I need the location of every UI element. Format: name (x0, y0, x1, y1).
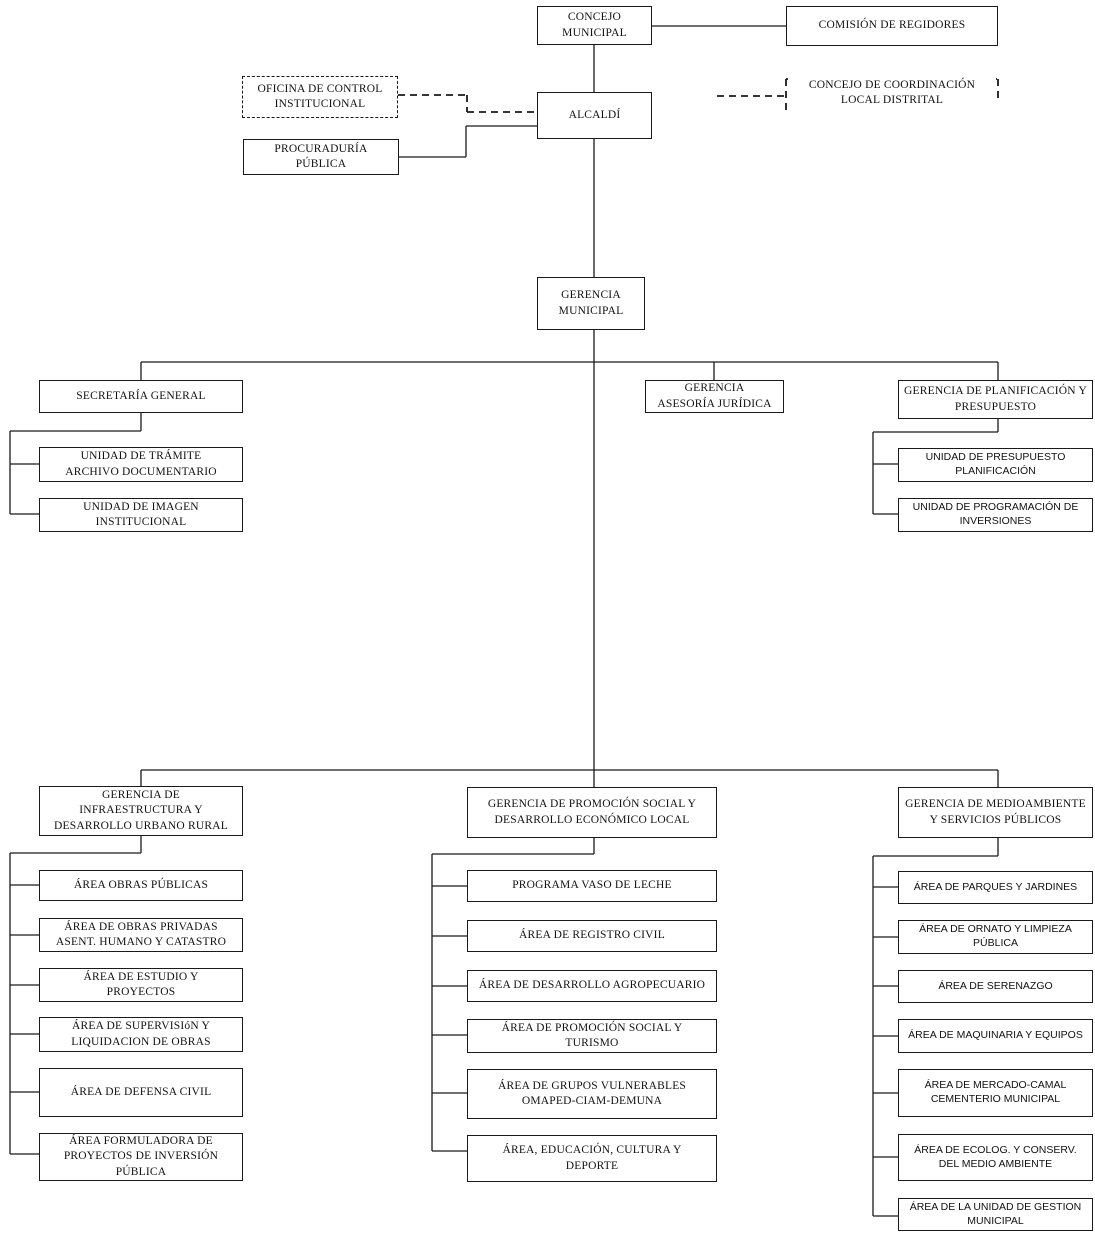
area-medioambiente-5: ÁREA DE ECOLOG. Y CONSERV. DEL MEDIO AMB… (898, 1134, 1093, 1181)
area-infraestructura-2: ÁREA DE ESTUDIO Y PROYECTOS (39, 968, 243, 1002)
unidad-programacion-box: UNIDAD DE PROGRAMACIÓN DE INVERSIONES (898, 498, 1093, 532)
gerencia-medioambiente-box: GERENCIA DE MEDIOAMBIENTE Y SERVICIOS PÚ… (898, 787, 1093, 838)
oficina-control-box: OFICINA DE CONTROL INSTITUCIONAL (242, 76, 398, 118)
area-medioambiente-2: ÁREA DE SERENAZGO (898, 970, 1093, 1003)
area-medioambiente-4: ÁREA DE MERCADO-CAMAL CEMENTERIO MUNICIP… (898, 1069, 1093, 1117)
area-promocion-1: ÁREA DE REGISTRO CIVIL (467, 920, 717, 952)
area-medioambiente-0: ÁREA DE PARQUES Y JARDINES (898, 871, 1093, 904)
area-promocion-2: ÁREA DE DESARROLLO AGROPECUARIO (467, 970, 717, 1002)
area-medioambiente-3: ÁREA DE MAQUINARIA Y EQUIPOS (898, 1019, 1093, 1053)
gerencia-asesoria-box: GERENCIA ASESORÍA JURÍDICA (645, 380, 784, 413)
procuraduria-box: PROCURADURÍA PÚBLICA (243, 139, 399, 175)
area-promocion-3: ÁREA DE PROMOCIÓN SOCIAL Y TURISMO (467, 1019, 717, 1053)
area-infraestructura-0: ÁREA OBRAS PÚBLICAS (39, 870, 243, 901)
comision-regidores-box: COMISIÓN DE REGIDORES (786, 6, 998, 46)
gerencia-infraestructura-box: GERENCIA DE INFRAESTRUCTURA Y DESARROLLO… (39, 786, 243, 836)
area-promocion-0: PROGRAMA VASO DE LECHE (467, 870, 717, 902)
area-medioambiente-6: ÁREA DE LA UNIDAD DE GESTION MUNICIPAL (898, 1198, 1093, 1231)
unidad-imagen-box: UNIDAD DE IMAGEN INSTITUCIONAL (39, 498, 243, 532)
unidad-tramite-box: UNIDAD DE TRÁMITE ARCHIVO DOCUMENTARIO (39, 447, 243, 482)
area-promocion-5: ÁREA, EDUCACIÓN, CULTURA Y DEPORTE (467, 1135, 717, 1182)
concejo-municipal-box: CONCEJO MUNICIPAL (537, 6, 652, 45)
secretaria-general-box: SECRETARÍA GENERAL (39, 380, 243, 413)
area-promocion-4: ÁREA DE GRUPOS VULNERABLES OMAPED-CIAM-D… (467, 1069, 717, 1119)
gerencia-planificacion-box: GERENCIA DE PLANIFICACIÓN Y PRESUPUESTO (898, 380, 1093, 419)
area-infraestructura-3: ÁREA DE SUPERVISIóN Y LIQUIDACION DE OBR… (39, 1017, 243, 1052)
concejo-coordinacion-box: CONCEJO DE COORDINACIÓN LOCAL DISTRITAL (788, 78, 996, 108)
alcaldia-box: ALCALDÍ (537, 92, 652, 139)
unidad-presupuesto-box: UNIDAD DE PRESUPUESTO PLANIFICACIÓN (898, 448, 1093, 482)
gerencia-municipal-box: GERENCIA MUNICIPAL (537, 277, 645, 330)
area-medioambiente-1: ÁREA DE ORNATO Y LIMPIEZA PÚBLICA (898, 920, 1093, 954)
area-infraestructura-1: ÁREA DE OBRAS PRIVADAS ASENT. HUMANO Y C… (39, 918, 243, 952)
area-infraestructura-4: ÁREA DE DEFENSA CIVIL (39, 1068, 243, 1117)
area-infraestructura-5: ÁREA FORMULADORA DE PROYECTOS DE INVERSI… (39, 1133, 243, 1181)
gerencia-promocion-box: GERENCIA DE PROMOCIÓN SOCIAL Y DESARROLL… (467, 787, 717, 838)
